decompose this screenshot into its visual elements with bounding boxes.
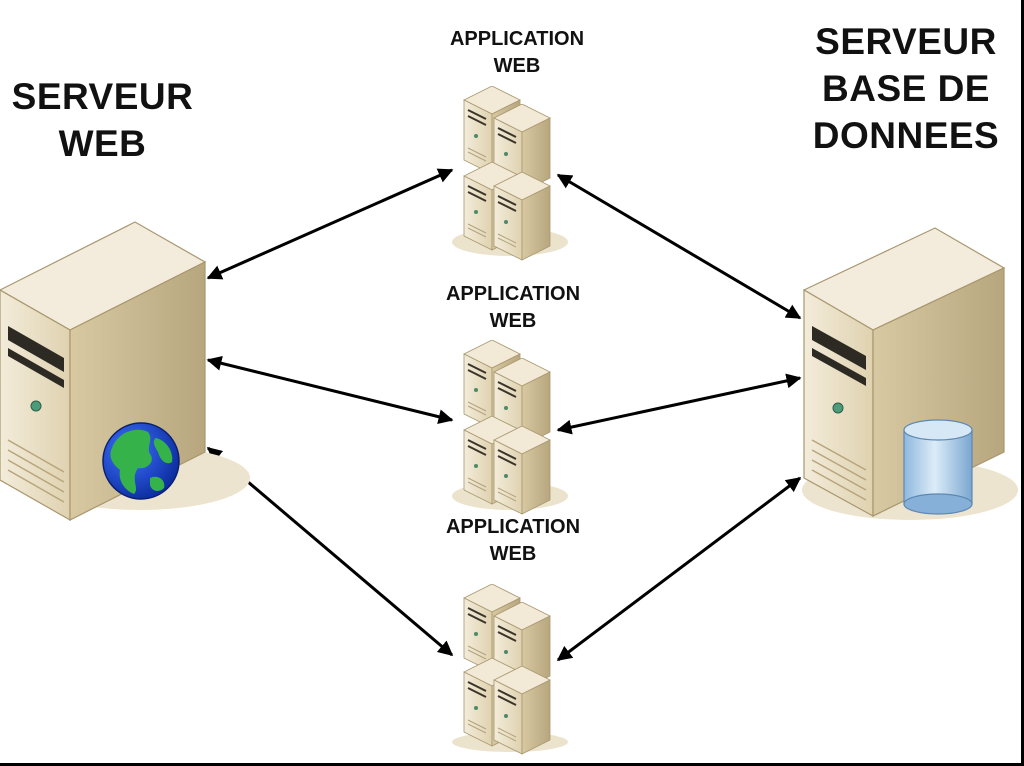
arrow-app-1-to-db [556,173,802,320]
app-server-3-label: APPLICATION WEB [445,516,581,565]
app-server-1-icon [452,86,568,261]
web-server-label: SERVEUR WEB [11,76,194,164]
app-server-2-label: APPLICATION WEB [445,283,581,332]
app-server-2-icon [452,340,568,515]
arrow-web-to-app-2 [206,355,454,425]
app-server-1-label: APPLICATION WEB [449,28,585,77]
globe-icon [102,422,180,500]
database-cylinder-icon [903,419,973,515]
app-server-3-icon [452,584,568,755]
db-server-label: SERVEUR BASE DE DONNEES [812,21,1000,156]
arrow-app-2-to-db [556,373,802,435]
arrow-app-3-to-db [556,476,802,662]
arrow-web-to-app-1 [206,168,454,280]
